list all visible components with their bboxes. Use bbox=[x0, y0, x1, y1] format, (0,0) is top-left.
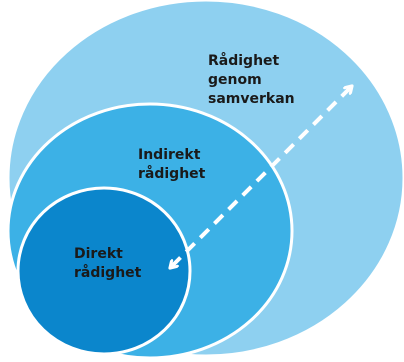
inner-circle-label: Direkt rådighet bbox=[74, 245, 141, 283]
outer-circle-label: Rådighet genom samverkan bbox=[208, 52, 295, 109]
dashed-double-arrow bbox=[172, 88, 350, 266]
middle-circle-label: Indirekt rådighet bbox=[138, 146, 205, 184]
outer-label-line-2: genom bbox=[208, 72, 262, 88]
outer-label-line-3: samverkan bbox=[208, 91, 295, 107]
inner-circle bbox=[16, 186, 192, 356]
inner-label-line-2: rådighet bbox=[74, 265, 142, 281]
middle-label-line-1: Indirekt bbox=[138, 147, 201, 163]
inner-label-line-1: Direkt bbox=[74, 246, 123, 262]
middle-label-line-2: rådighet bbox=[138, 166, 206, 182]
outer-label-line-1: Rådighet bbox=[208, 53, 280, 69]
